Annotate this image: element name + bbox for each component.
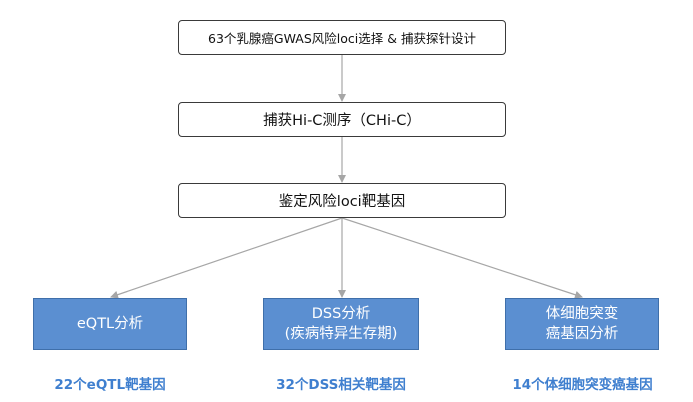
analysis-eqtl-box: eQTL分析 [33, 298, 187, 350]
analysis-dss-box: DSS分析 (疾病特异生存期) [263, 298, 419, 350]
analysis-dss-sublabel: (疾病特异生存期) [284, 326, 398, 342]
step-loci-selection: 63个乳腺癌GWAS风险loci选择 & 捕获探针设计 [178, 20, 506, 55]
step-chic-sequencing: 捕获Hi-C测序（CHi-C） [178, 102, 506, 137]
result-somatic-caption: 14个体细胞突变癌基因 [512, 377, 653, 393]
analysis-dss-label: DSS分析 [311, 306, 371, 322]
analysis-eqtl-label: eQTL分析 [76, 316, 144, 332]
result-eqtl-caption: 22个eQTL靶基因 [54, 377, 166, 393]
analysis-somatic-box: 体细胞突变 癌基因分析 [505, 298, 659, 350]
analysis-somatic-label: 体细胞突变 [545, 306, 619, 322]
step-chic-sequencing-label: 捕获Hi-C测序（CHi-C） [263, 113, 421, 129]
step-target-gene-identification: 鉴定风险loci靶基因 [178, 183, 506, 218]
step-target-gene-identification-label: 鉴定风险loci靶基因 [278, 194, 406, 210]
step-loci-selection-label: 63个乳腺癌GWAS风险loci选择 & 捕获探针设计 [208, 31, 476, 46]
analysis-somatic-sublabel: 癌基因分析 [545, 326, 619, 342]
arrow-step3-to-eqtl [110, 217, 343, 299]
arrow-step3-to-somatic [341, 217, 583, 299]
result-dss-caption: 32个DSS相关靶基因 [276, 377, 406, 393]
